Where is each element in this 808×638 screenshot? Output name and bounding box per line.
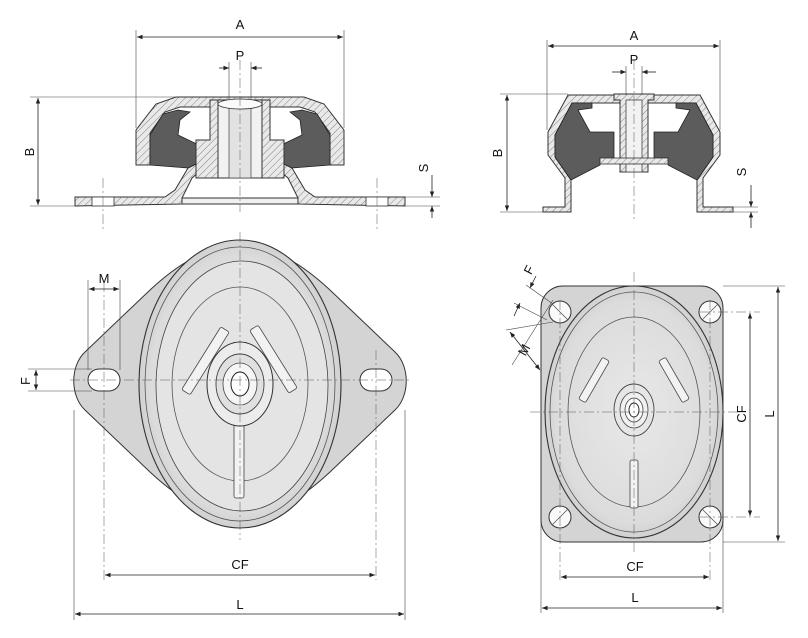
dim-label-L: L <box>236 597 243 612</box>
plan-view-four-bolt: F M CF L CF L <box>505 263 785 613</box>
rib-upper-right <box>249 325 297 393</box>
dim-label-S-2: S <box>734 167 749 176</box>
dim-label-A-2: A <box>630 28 639 43</box>
section-view-four-bolt: A P B S <box>490 28 758 228</box>
dim-label-CF-2: CF <box>626 559 643 574</box>
dim-label-A: A <box>236 17 245 32</box>
dim-label-S: S <box>416 163 431 172</box>
dim-label-P-2: P <box>630 52 639 67</box>
rubber-body-left-2 <box>554 102 615 181</box>
dim-label-CF: CF <box>231 557 248 572</box>
inner-cup-right <box>261 99 285 179</box>
rib-bottom <box>233 419 245 499</box>
dim-label-L-2: L <box>631 590 638 605</box>
dim-label-B: B <box>22 148 37 157</box>
dim-label-P: P <box>236 48 245 63</box>
dim-label-L-side: L <box>762 410 777 417</box>
inner-cup-left <box>195 99 219 179</box>
section-view-two-bolt: A P B S <box>22 17 440 230</box>
dim-label-CF-side: CF <box>734 405 749 422</box>
dim-label-F: F <box>18 377 33 385</box>
rib-upper-right-2 <box>658 357 690 403</box>
dim-label-B-2: B <box>490 149 505 158</box>
rib-upper-left <box>181 327 229 395</box>
rib-upper-left-2 <box>578 357 610 403</box>
plan-view-two-bolt: M F CF L <box>18 232 410 620</box>
dim-label-F-2: F <box>521 263 538 277</box>
rubber-body-right-2 <box>653 102 714 181</box>
dim-label-M: M <box>99 271 110 286</box>
